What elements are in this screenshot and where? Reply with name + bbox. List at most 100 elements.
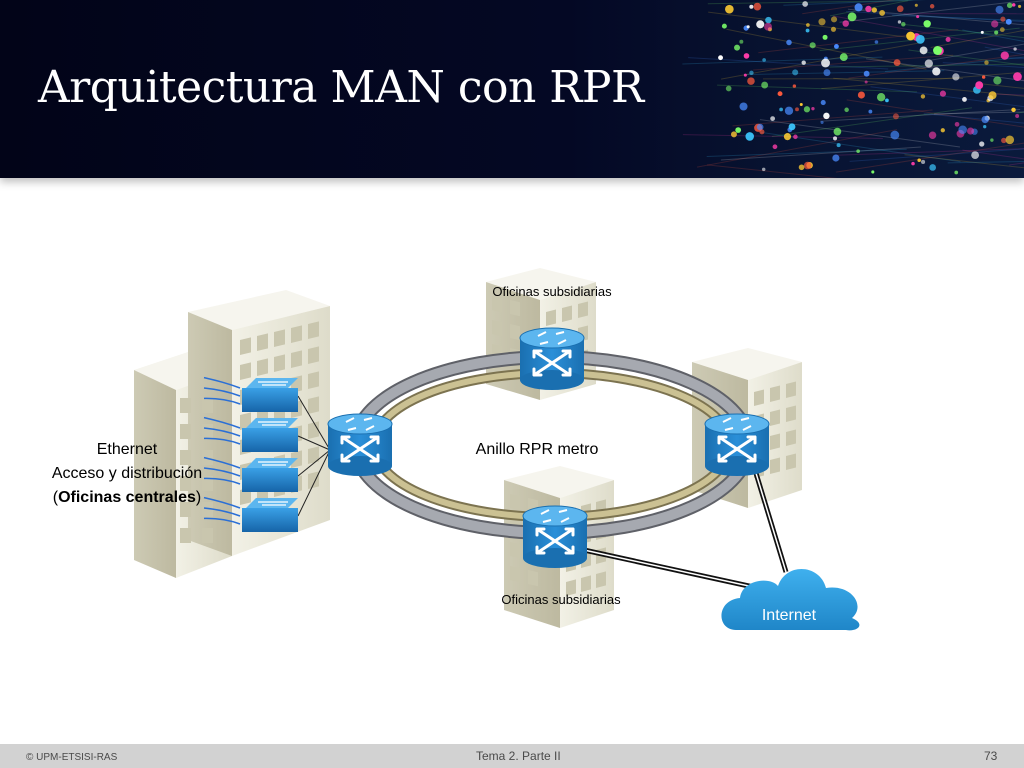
access-arrow	[203, 477, 241, 485]
fiber-light-dot	[1000, 51, 1009, 60]
fiber-light-dot	[914, 3, 918, 7]
fiber-light-dot	[770, 116, 776, 121]
access-arrow	[203, 387, 241, 397]
fiber-light-dot	[980, 30, 984, 34]
fiber-light-dot	[745, 132, 754, 141]
fiber-light-dot	[734, 44, 741, 51]
fiber-light-dot	[999, 27, 1005, 33]
fiber-light-dot	[762, 58, 766, 62]
fiber-light-dot	[718, 55, 723, 61]
fiber-strand	[732, 109, 933, 127]
fiber-light-dot	[809, 42, 816, 49]
building-window	[308, 471, 319, 489]
fiber-strand	[980, 83, 1024, 89]
fiber-light-dot	[725, 4, 734, 14]
building-window	[291, 325, 302, 343]
fiber-light-dot	[844, 107, 849, 113]
building-window	[202, 450, 213, 465]
building-window	[578, 301, 588, 318]
fiber-light-dot	[990, 138, 994, 142]
building-window	[786, 405, 796, 422]
building-window	[566, 579, 576, 596]
building-window	[510, 542, 520, 559]
building-window	[510, 566, 520, 583]
fiber-light-dot	[725, 85, 732, 92]
building-window	[202, 476, 213, 491]
fiber-strand	[942, 62, 1024, 68]
fiber-light-dot	[906, 31, 915, 41]
fiber-light-dot	[933, 46, 942, 55]
fiber-light-dot	[958, 125, 967, 134]
fiber-strand	[726, 28, 927, 70]
fiber-light-dot	[983, 125, 987, 129]
fiber-strand	[821, 71, 1022, 90]
fiber-light-dot	[897, 20, 902, 24]
building-window	[257, 333, 268, 351]
building-window	[596, 571, 606, 588]
fiber-optics-image	[682, 0, 1024, 178]
ring-label: Anillo RPR metro	[476, 441, 599, 458]
fiber-light-dot	[863, 70, 870, 77]
fiber-light-dot	[988, 91, 997, 100]
fiber-light-dot	[818, 18, 826, 26]
building-window	[202, 502, 213, 517]
building-window	[308, 371, 319, 389]
fiber-strand	[962, 149, 1024, 160]
building-window	[770, 457, 780, 474]
fiber-light-dot	[749, 4, 754, 9]
fiber-strand	[758, 28, 959, 54]
fiber-light-dot	[798, 164, 805, 171]
fiber-light-dot	[954, 121, 960, 127]
fiber-strand	[833, 15, 1024, 52]
fiber-strand	[849, 148, 1024, 162]
building-window	[581, 575, 591, 592]
access-arrow	[203, 437, 241, 445]
access-arrow	[203, 397, 241, 405]
building-window	[308, 321, 319, 339]
fiber-light-dot	[975, 81, 984, 90]
building-window	[180, 476, 191, 491]
bottom-site-label: Oficinas subsidiarias	[501, 592, 621, 607]
fiber-light-dot	[735, 127, 742, 133]
fiber-strand	[930, 29, 1024, 48]
fiber-light-dot	[1013, 47, 1017, 51]
building-window	[274, 329, 285, 347]
fiber-strand	[934, 111, 1024, 115]
fiber-light-dot	[805, 28, 810, 33]
fiber-strand	[762, 77, 963, 80]
fiber-light-dot	[803, 106, 811, 113]
fiber-light-dot	[868, 109, 873, 114]
fiber-light-dot	[1015, 114, 1020, 118]
building-window	[770, 433, 780, 450]
fiber-strand	[904, 154, 1024, 169]
fiber-light-dot	[991, 20, 999, 28]
building-window	[786, 429, 796, 446]
building-window	[308, 396, 319, 414]
fiber-light-dot	[792, 69, 799, 76]
fiber-light-dot	[761, 81, 769, 89]
building-window	[770, 385, 780, 402]
building-window	[308, 421, 319, 439]
fiber-strand	[892, 14, 1024, 21]
fiber-light-dot	[952, 73, 960, 81]
building-window	[180, 502, 191, 517]
fiber-light-dot	[979, 141, 985, 147]
fiber-light-dot	[1005, 18, 1012, 25]
fiber-light-dot	[823, 69, 831, 77]
fiber-light-dot	[940, 128, 945, 133]
fiber-light-dot	[830, 26, 837, 32]
fiber-strand	[984, 46, 1024, 56]
fiber-light-dot	[784, 106, 794, 115]
hq-label-offices: (Oficinas centrales)	[53, 489, 202, 506]
access-arrow	[203, 507, 241, 517]
footer-copyright: © UPM-ETSISI-RAS	[26, 752, 118, 763]
fiber-strand	[720, 42, 922, 80]
fiber-light-dot	[779, 107, 783, 112]
fiber-light-dot	[1011, 107, 1016, 113]
router-icon	[327, 413, 393, 476]
fiber-strand	[835, 148, 1024, 156]
fiber-light-dot	[911, 161, 915, 166]
building-window	[770, 409, 780, 426]
access-arrow	[203, 456, 241, 469]
fiber-light-dot	[945, 36, 951, 43]
